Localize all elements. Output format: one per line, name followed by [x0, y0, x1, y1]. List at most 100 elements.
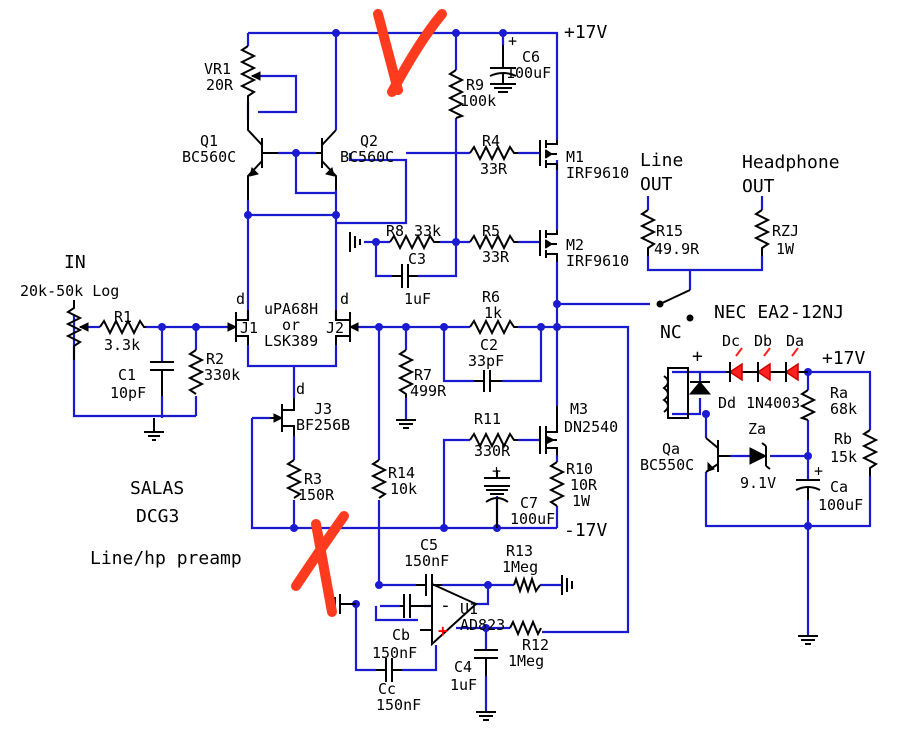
- r15-resistor: [639, 209, 657, 256]
- j2-jfet: [335, 310, 359, 345]
- jfet-pair-line-2: or: [282, 316, 300, 334]
- r7-resistor: [397, 349, 415, 398]
- m3-value: DN2540: [564, 418, 618, 436]
- qa-transistor: [705, 437, 730, 473]
- q2-value: BC560C: [340, 148, 394, 166]
- za-name: Za: [748, 420, 766, 438]
- r8-value: 33k: [414, 222, 441, 240]
- c5-value: 150nF: [404, 552, 449, 570]
- r5-resistor: [469, 233, 518, 251]
- r5-value: 33R: [482, 248, 510, 266]
- input-label: IN: [64, 252, 86, 273]
- r11-name: R11: [474, 410, 501, 428]
- r8-name: R8: [386, 222, 404, 240]
- dc-name: Dc: [722, 332, 740, 350]
- rzj-name: RZJ: [772, 222, 799, 240]
- j3-value: BF256B: [296, 416, 350, 434]
- m3-name: M3: [570, 400, 588, 418]
- r5-name: R5: [482, 222, 500, 240]
- c2-capacitor: [474, 370, 502, 392]
- rail-pos-local-label: +17V: [822, 348, 866, 369]
- r15-value: 49.9R: [654, 240, 700, 258]
- r8-resistor: [389, 233, 440, 251]
- r2-resistor: [187, 349, 205, 395]
- r11-value: 330R: [474, 442, 511, 460]
- r4-resistor: [469, 144, 518, 162]
- r13-resistor: [513, 575, 541, 595]
- u1-plus: +: [438, 621, 448, 640]
- ca-value: 100uF: [818, 496, 863, 514]
- db-name: Db: [754, 332, 772, 350]
- input-ground: [144, 418, 164, 441]
- r7-value: 499R: [410, 382, 447, 400]
- cb-capacitor: [400, 594, 424, 618]
- c7-value: 100uF: [510, 510, 555, 528]
- c3-value: 1uF: [404, 290, 431, 308]
- r10-rating: 1W: [572, 492, 591, 510]
- rb-resistor: [861, 429, 879, 476]
- r7-name: R7: [414, 366, 432, 384]
- r2-value: 330k: [204, 366, 240, 384]
- r13-name: R13: [506, 542, 533, 560]
- labels: +17V -17V +17V SALAS DCG3 Line/hp preamp…: [20, 22, 866, 714]
- ra-value: 68k: [830, 400, 857, 418]
- r7-ground: [396, 419, 416, 429]
- c4-capacitor: [474, 649, 498, 676]
- ra-resistor: [799, 389, 817, 421]
- r1-resistor: [99, 318, 146, 336]
- j2-drain-pin: d: [340, 290, 349, 308]
- c6-value: 100uF: [506, 64, 551, 82]
- r12-name: R12: [522, 636, 549, 654]
- rb-name: Rb: [834, 430, 852, 448]
- line-out-label-1: Line: [640, 150, 683, 171]
- rzj-value: 1W: [776, 240, 795, 258]
- r6-resistor: [469, 318, 518, 336]
- cc-capacitor: [376, 658, 402, 682]
- r11-resistor: [469, 431, 518, 449]
- c1-capacitor: [150, 361, 174, 396]
- cb-value: 150nF: [372, 644, 417, 662]
- c3-name: C3: [408, 250, 426, 268]
- m1-name: M1: [566, 148, 584, 166]
- ca-name: Ca: [830, 478, 848, 496]
- vr1-value: 20R: [206, 76, 234, 94]
- r15-name: R15: [656, 222, 683, 240]
- u1-opamp: [420, 582, 478, 647]
- m1-mosfet: [539, 140, 558, 170]
- junction-dots: [158, 29, 812, 632]
- r12-value: 1Meg: [508, 652, 544, 670]
- c7-name: C7: [520, 494, 538, 512]
- r9-resistor: [447, 69, 465, 119]
- q1-transistor: [247, 120, 278, 200]
- input-potentiometer: [65, 300, 89, 360]
- model-label: DCG3: [136, 506, 179, 527]
- c5-capacitor: [416, 574, 442, 596]
- ca-capacitor: [795, 479, 821, 500]
- j3-name: J3: [314, 400, 332, 418]
- c3-capacitor: [392, 264, 418, 288]
- strike-mark-bottom: [291, 511, 349, 617]
- c2-name: C2: [480, 336, 498, 354]
- cc-value: 150nF: [376, 696, 421, 714]
- r6-name: R6: [482, 288, 500, 306]
- dd-value: 1N4003: [746, 394, 800, 412]
- author-label: SALAS: [130, 478, 184, 499]
- strike-mark-top: [373, 9, 447, 97]
- m2-name: M2: [566, 236, 584, 254]
- r14-value: 10k: [390, 480, 417, 498]
- r8-ground: [349, 232, 361, 252]
- cc-name: Cc: [378, 680, 396, 698]
- rzj-resistor: [753, 209, 771, 256]
- c6-plus: +: [508, 32, 517, 50]
- c4-name: C4: [454, 658, 472, 676]
- led-string: [726, 347, 808, 382]
- u1-ground: [329, 594, 356, 614]
- za-zener: [749, 442, 771, 470]
- c5-name: C5: [420, 536, 438, 554]
- headphone-out-label-1: Headphone: [742, 152, 840, 173]
- j1-drain-pin: d: [236, 290, 245, 308]
- q2-transistor: [316, 129, 337, 190]
- input-pot-label: 20k-50k Log: [20, 282, 119, 300]
- r14-resistor: [370, 459, 388, 499]
- r1-name: R1: [114, 308, 132, 326]
